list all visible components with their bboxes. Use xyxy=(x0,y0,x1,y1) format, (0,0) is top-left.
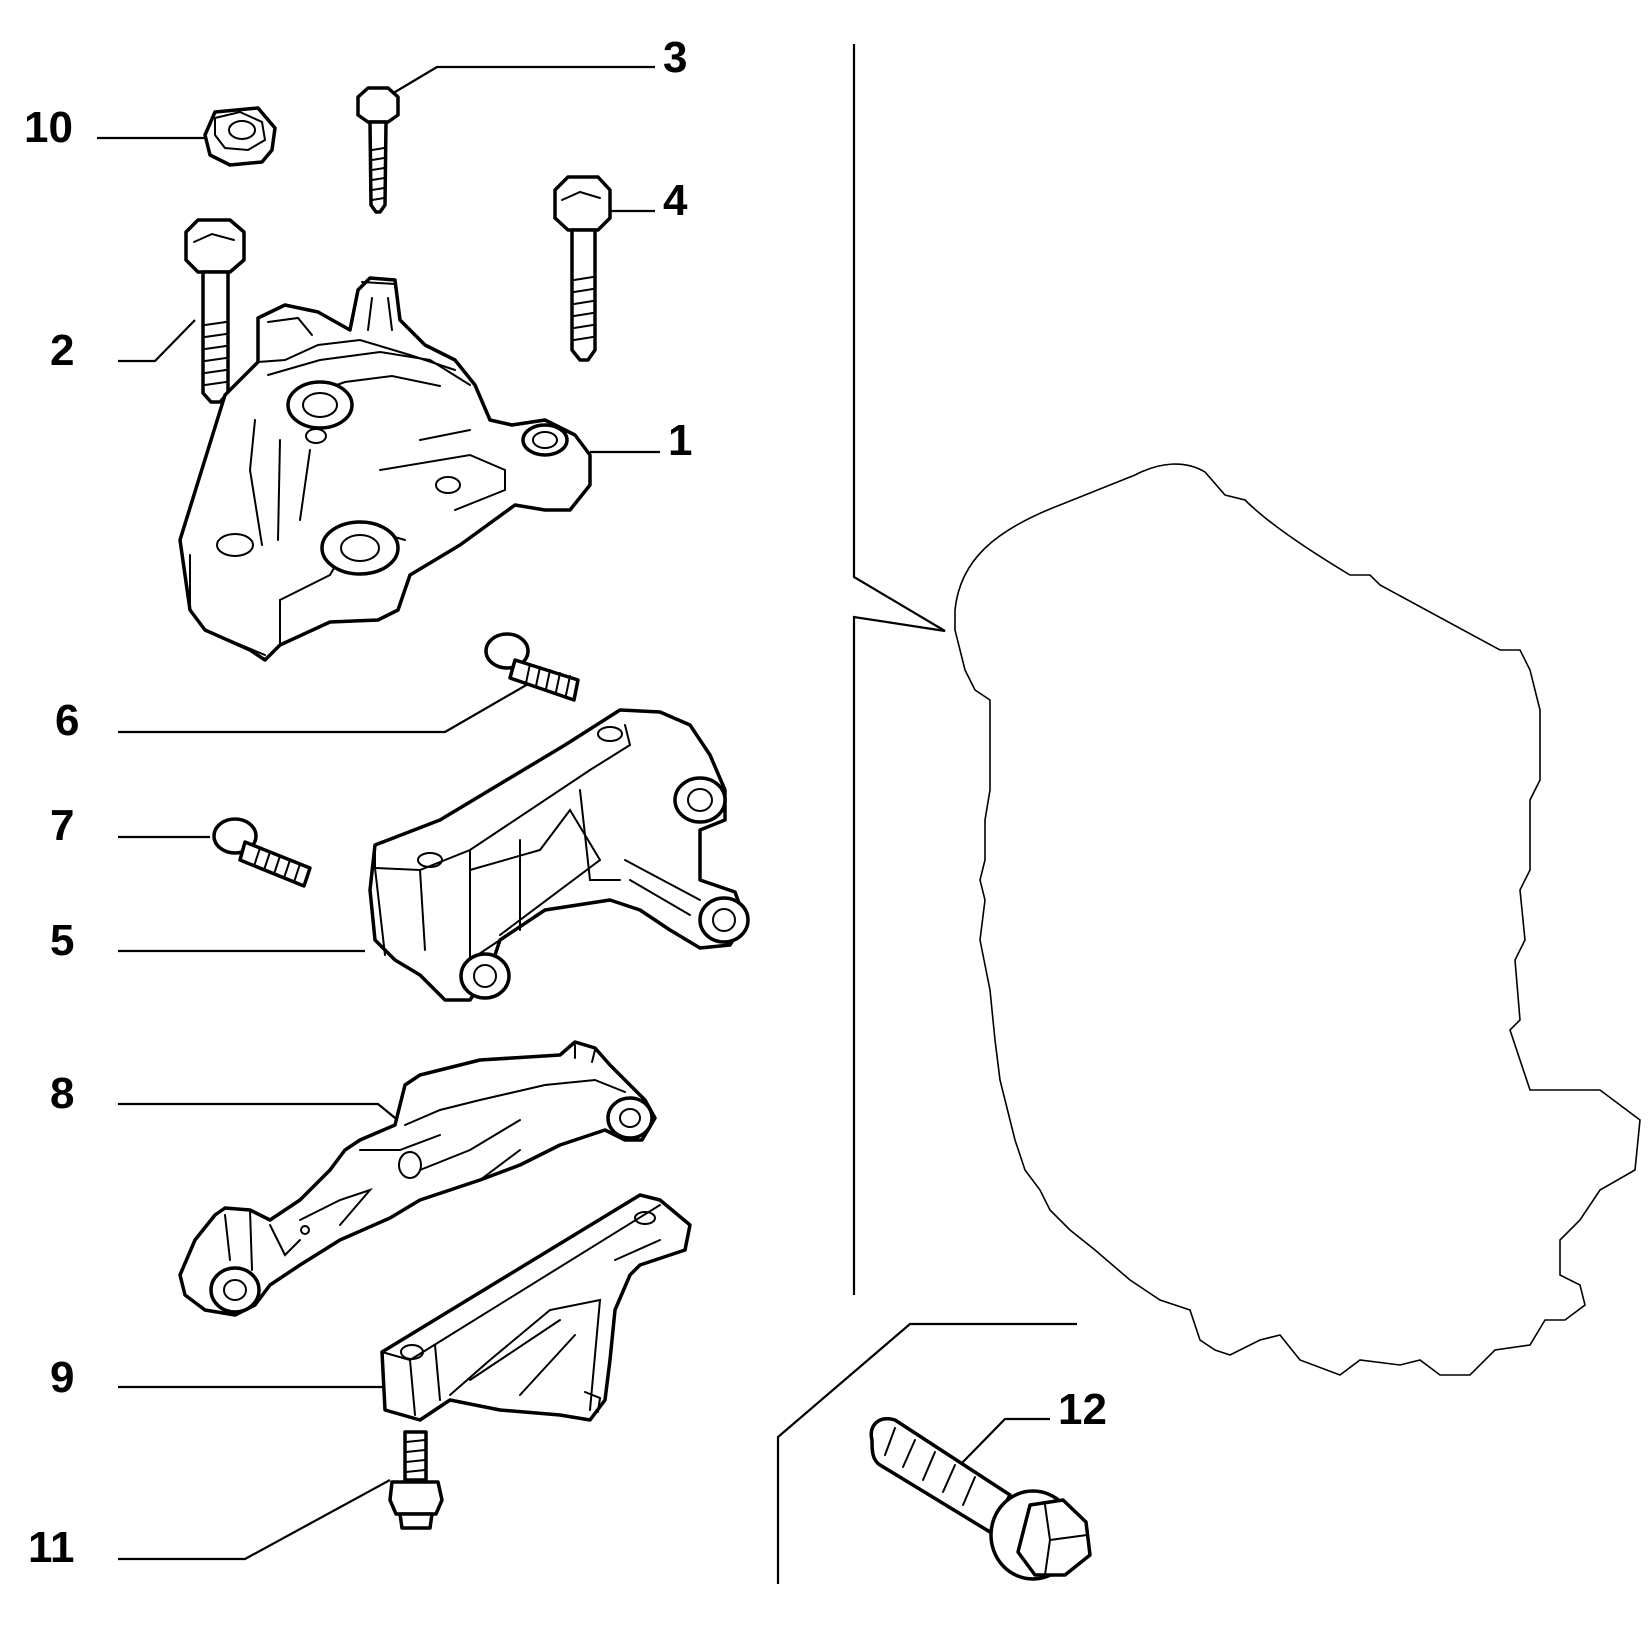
leader-line-3 xyxy=(389,65,655,96)
callout-2: 2 xyxy=(50,326,74,375)
callout-1: 1 xyxy=(668,416,692,465)
leader-line-8 xyxy=(118,1102,401,1123)
engine-reference-line-bottom xyxy=(776,1322,1077,1584)
part-4-bolt xyxy=(553,175,612,362)
leader-lines xyxy=(97,44,1077,1584)
callout-12: 12 xyxy=(1058,1385,1107,1434)
part-8-torque-arm xyxy=(178,1040,657,1317)
callout-5: 5 xyxy=(50,916,74,965)
part-11-stud xyxy=(388,1430,444,1530)
part-6-bolt xyxy=(484,632,580,702)
callout-6: 6 xyxy=(55,696,79,745)
callout-7: 7 xyxy=(50,801,74,850)
part-10-flange-nut xyxy=(203,106,277,167)
part-3-bolt xyxy=(356,86,400,214)
callout-8: 8 xyxy=(50,1069,74,1118)
part-1-engine-mount xyxy=(178,276,592,662)
part-9-bracket xyxy=(380,1193,692,1422)
callout-11: 11 xyxy=(28,1523,75,1572)
callout-10: 10 xyxy=(24,103,73,152)
leader-line-11 xyxy=(118,1479,391,1561)
part-5-bracket xyxy=(368,708,750,1002)
leader-line-6 xyxy=(118,679,536,734)
callout-3: 3 xyxy=(663,33,687,82)
callout-4: 4 xyxy=(663,176,688,225)
callout-9: 9 xyxy=(50,1353,74,1402)
part-12-bolt xyxy=(869,1417,1092,1581)
engine-reference-line-top xyxy=(852,44,946,1295)
leader-line-12 xyxy=(959,1417,1050,1466)
engine-outline xyxy=(954,463,1641,1376)
part-2-bolt xyxy=(184,218,246,404)
callout-labels: 1 2 3 4 5 6 7 8 9 10 11 12 xyxy=(24,33,1107,1572)
leader-line-2 xyxy=(118,319,196,363)
part-7-bolt xyxy=(212,817,312,888)
